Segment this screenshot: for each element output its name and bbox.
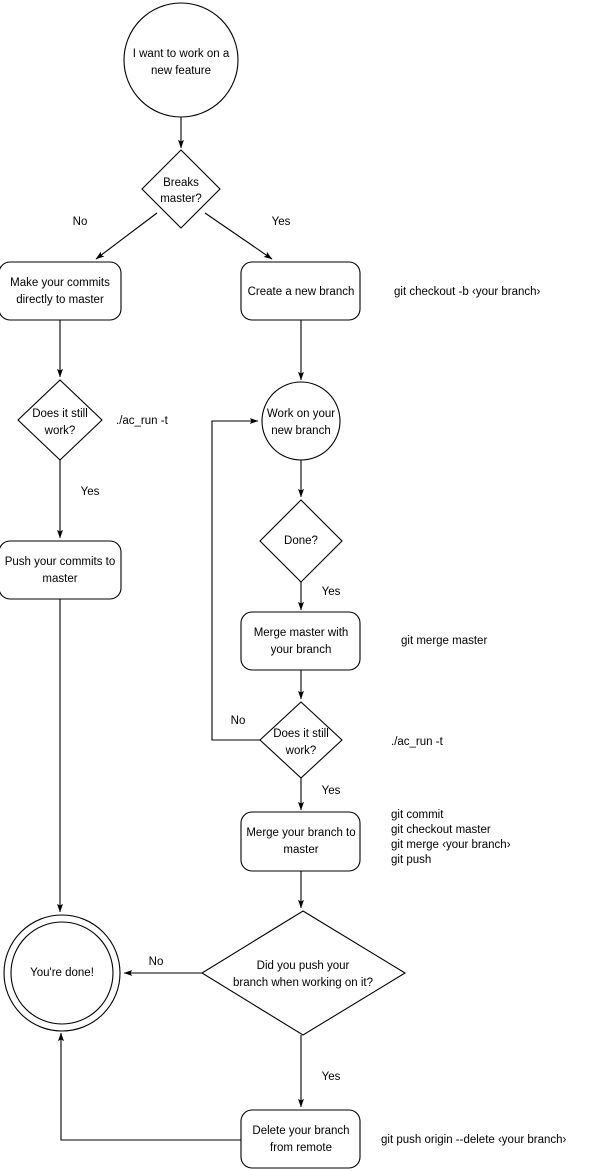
create-branch-box-shape (240, 261, 361, 321)
work-branch-label-line2: new branch (271, 425, 330, 437)
edge-label-breaks-no: No (73, 216, 88, 228)
did-you-push-label-line2: branch when working on it? (233, 977, 373, 989)
breaks-master-diamond-shape (141, 149, 221, 229)
annotation-left-run-cmd: ./ac_run -t (116, 415, 169, 427)
merge-master-label-line1: Merge master with (254, 627, 349, 639)
edge-breaks-yes-to-create-branch (204, 212, 273, 260)
make-commits-label-line2: directly to master (16, 294, 104, 306)
node-start[interactable]: I want to work on a new feature (123, 2, 239, 118)
edge-label-right-work-no: No (231, 715, 246, 727)
make-commits-label-line1: Make your commits (10, 277, 110, 289)
merge-branch-label-line2: master (283, 844, 318, 856)
node-left-still-work[interactable]: Does it still work? (17, 379, 103, 461)
node-done[interactable]: Done? (259, 499, 343, 583)
node-merge-master[interactable]: Merge master with your branch (240, 611, 361, 671)
push-commits-label-line1: Push your commits to (5, 556, 116, 568)
merge-branch-label-line1: Merge your branch to (246, 827, 355, 839)
start-circle-shape (123, 2, 239, 118)
merge-branch-box-shape (240, 811, 361, 872)
edge-right-still-work-no-loopback (211, 417, 260, 741)
left-still-work-label-line2: work? (44, 425, 76, 437)
node-youre-done[interactable]: You're done! (3, 914, 121, 1032)
left-still-work-label-line1: Does it still (32, 408, 88, 420)
done-label: Done? (284, 535, 318, 547)
edge-label-right-work-yes: Yes (322, 785, 341, 797)
annotation-merge-branch-cmd-0: git commit (391, 809, 444, 821)
edge-label-breaks-yes: Yes (272, 216, 291, 228)
node-delete-branch[interactable]: Delete your branch from remote (240, 1109, 361, 1169)
start-label-line1: I want to work on a (133, 48, 230, 60)
node-right-still-work[interactable]: Does it still work? (259, 701, 343, 779)
did-you-push-label-line1: Did you push your (257, 960, 350, 972)
breaks-master-label-line1: Breaks (163, 177, 199, 189)
create-branch-label: Create a new branch (248, 286, 355, 298)
edge-label-did-push-yes: Yes (322, 1071, 341, 1083)
edge-label-done-yes: Yes (322, 586, 341, 598)
annotation-merge-master-cmd: git merge master (401, 635, 487, 647)
push-commits-label-line2: master (42, 573, 77, 585)
node-merge-branch[interactable]: Merge your branch to master (240, 811, 361, 872)
edge-labels: No Yes Yes Yes No Yes No Yes (73, 216, 341, 1083)
annotation-merge-branch-cmd-1: git checkout master (391, 824, 491, 836)
node-make-commits[interactable]: Make your commits directly to master (0, 261, 122, 321)
merge-master-label-line2: your branch (271, 644, 332, 656)
annotation-right-run-cmd: ./ac_run -t (391, 736, 444, 748)
edge-delete-branch-to-youre-done (57, 1032, 241, 1141)
delete-branch-label-line1: Delete your branch (252, 1125, 349, 1137)
annotation-create-branch-cmd: git checkout -b ‹your branch› (394, 286, 541, 298)
youre-done-inner-circle-shape (10, 921, 114, 1025)
work-branch-label-line1: Work on your (267, 408, 335, 420)
node-did-you-push[interactable]: Did you push your branch when working on… (200, 910, 407, 1036)
connectors (57, 117, 305, 1141)
did-you-push-diamond-shape (200, 910, 407, 1036)
delete-branch-label-line2: from remote (270, 1142, 332, 1154)
youre-done-label: You're done! (30, 967, 94, 979)
node-create-branch[interactable]: Create a new branch (240, 261, 361, 321)
delete-branch-box-shape (240, 1109, 361, 1169)
annotation-merge-branch-cmd-3: git push (391, 854, 431, 866)
right-still-work-label-line2: work? (285, 745, 317, 757)
right-still-work-diamond-shape (259, 701, 343, 779)
right-still-work-label-line1: Does it still (273, 728, 329, 740)
left-still-work-diamond-shape (17, 379, 103, 461)
push-commits-box-shape (0, 540, 122, 600)
edge-label-left-work-yes: Yes (81, 486, 100, 498)
annotation-delete-branch-cmd: git push origin --delete ‹your branch› (381, 1134, 567, 1146)
edge-breaks-no-to-make-commits (95, 212, 158, 260)
annotation-merge-branch-cmd-2: git merge ‹your branch› (391, 839, 511, 851)
command-annotations: git checkout -b ‹your branch› ./ac_run -… (116, 286, 567, 1146)
breaks-master-label-line2: master? (160, 193, 202, 205)
work-branch-circle-shape (261, 381, 341, 461)
done-diamond-shape (259, 499, 343, 583)
node-breaks-master[interactable]: Breaks master? (141, 149, 221, 229)
edge-label-did-push-no: No (149, 956, 164, 968)
make-commits-box-shape (0, 261, 122, 321)
start-label-line2: new feature (151, 65, 211, 77)
node-push-commits[interactable]: Push your commits to master (0, 540, 122, 600)
merge-master-box-shape (240, 611, 361, 671)
node-work-branch[interactable]: Work on your new branch (261, 381, 341, 461)
